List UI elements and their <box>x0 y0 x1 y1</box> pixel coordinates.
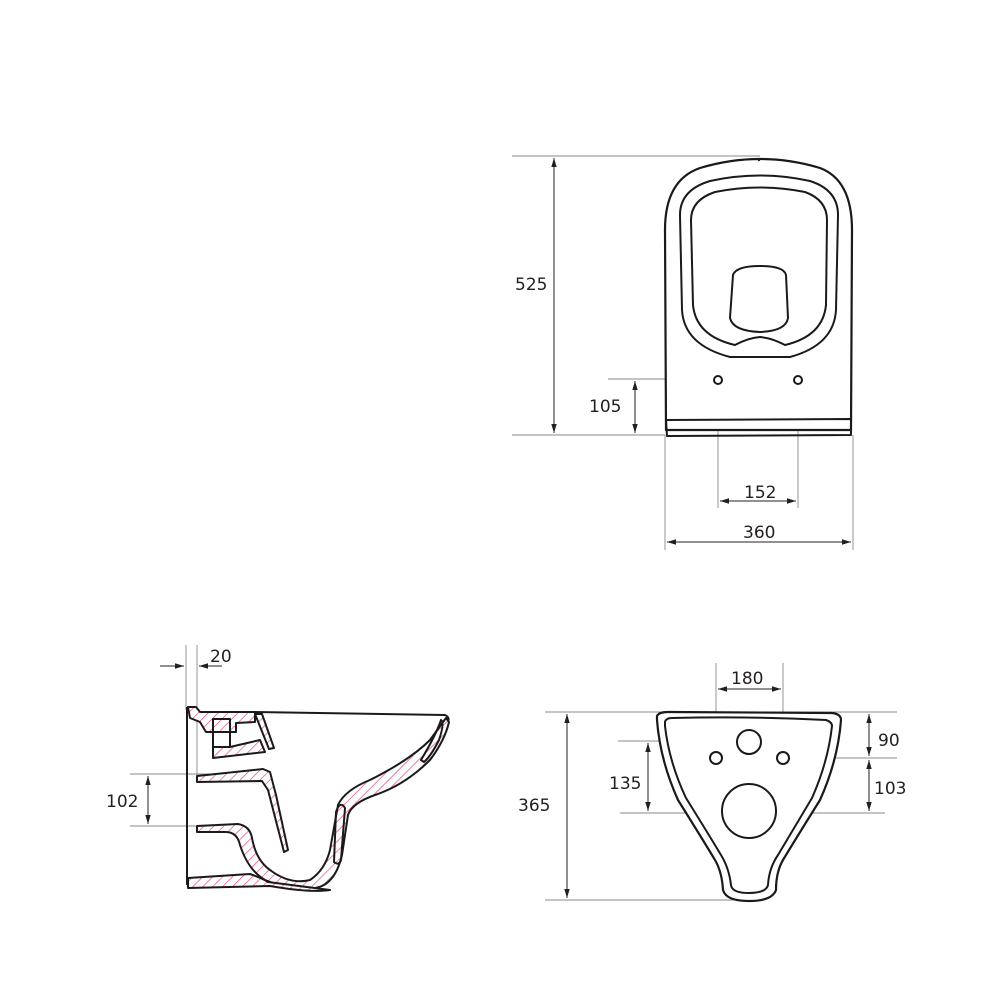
dim-width: 360 <box>743 523 775 543</box>
bowl-outline <box>663 157 854 432</box>
rear-view: 180 365 90 103 135 <box>518 663 906 903</box>
dim-top-to-fixings: 90 <box>878 731 900 751</box>
inlet-hole <box>736 729 762 755</box>
dim-fixings-to-outlet: 103 <box>874 779 906 799</box>
fixing-hole-right <box>776 751 790 765</box>
dim-rear-fixing-spacing: 180 <box>731 669 763 689</box>
dim-fixing-spacing: 152 <box>744 483 776 503</box>
dim-wall-offset: 20 <box>210 647 232 667</box>
rear-outline <box>655 710 843 903</box>
outlet-hole <box>721 783 777 839</box>
dim-inlet-height: 102 <box>106 792 138 812</box>
dim-fixing-offset: 105 <box>589 397 621 417</box>
dim-length: 525 <box>515 275 547 295</box>
fixing-hole-right <box>793 375 803 385</box>
side-section-view: 20 102 <box>106 645 450 892</box>
top-view: 525 105 152 360 <box>512 155 854 550</box>
dim-rear-height: 365 <box>518 796 550 816</box>
fixing-hole-left <box>713 375 723 385</box>
fixing-hole-left <box>709 751 723 765</box>
dim-inlet-to-outlet: 135 <box>609 774 641 794</box>
